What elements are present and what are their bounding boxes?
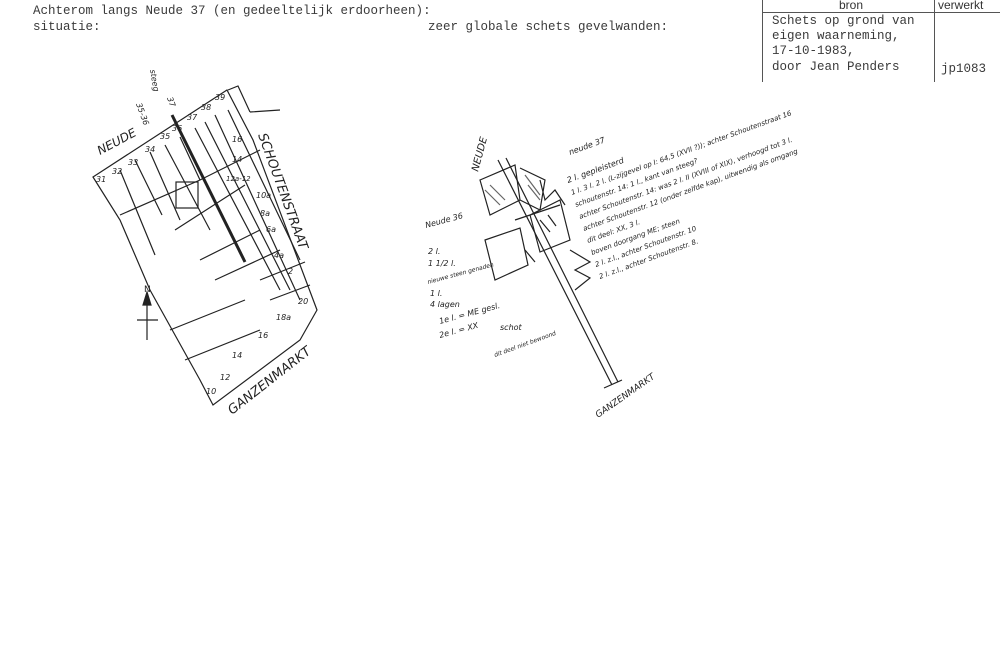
left-note: Neude 36: [424, 211, 464, 230]
house-number: 12a-12: [226, 175, 251, 183]
facade-sketch: [479, 157, 623, 389]
house-number: 20: [298, 297, 308, 306]
house-number: 31: [96, 175, 106, 184]
source-line: door Jean Penders: [772, 60, 900, 74]
note-steeg: steeg: [148, 69, 161, 92]
house-number: 14: [232, 155, 242, 164]
source-line: eigen waarneming,: [772, 29, 900, 43]
source-box-header: bron verwerkt: [763, 0, 1000, 13]
house-number: 33: [128, 158, 138, 167]
house-number: 6a: [266, 225, 276, 234]
left-note: 1 l.: [430, 289, 442, 298]
house-number: 10: [206, 387, 216, 396]
house-number: 18a: [276, 313, 291, 322]
house-number: 38: [201, 103, 211, 112]
heading-gevelwanden: zeer globale schets gevelwanden:: [428, 20, 669, 34]
left-note: dit deel niet bewoond: [493, 330, 557, 359]
house-number: 12: [220, 373, 230, 382]
house-number: 8a: [260, 209, 270, 218]
heading-situatie: situatie:: [33, 20, 101, 34]
street-ganzenmarkt: GANZENMARKT: [594, 371, 658, 420]
house-number: 16: [232, 135, 242, 144]
street-neude: NEUDE: [95, 125, 139, 157]
source-line: 17-10-1983,: [772, 44, 855, 58]
house-number: 2: [288, 267, 293, 276]
column-divider: [934, 0, 935, 82]
north-arrow: [137, 289, 158, 340]
left-note: 1 1/2 l.: [428, 259, 456, 268]
processed-code: jp1083: [941, 62, 987, 76]
situation-sketch: [92, 85, 318, 406]
heading-line-1: Achterom langs Neude 37 (en gedeeltelijk…: [33, 4, 431, 18]
source-box: bron verwerkt Schets op grond van eigen …: [762, 0, 1000, 82]
note-37: 37: [165, 96, 177, 109]
sketch-marked-building: [175, 181, 199, 209]
street-neude: NEUDE: [470, 135, 490, 172]
header-verwerkt: verwerkt: [938, 0, 984, 12]
north-label: N: [144, 285, 151, 295]
left-note: schot: [500, 323, 523, 332]
facade-note: neude 37: [568, 135, 607, 157]
left-note: 2 l.: [428, 247, 440, 256]
house-number: 10a: [256, 191, 271, 200]
house-number: 4a: [274, 251, 284, 260]
note-35-36: 35-36: [134, 102, 150, 127]
house-number: 32: [112, 167, 122, 176]
house-number: 34: [145, 145, 155, 154]
house-number: 36: [172, 124, 182, 133]
header-bron: bron: [839, 0, 864, 12]
source-line: Schets op grond van: [772, 14, 915, 28]
block-outline: [92, 89, 318, 406]
house-number: 37: [187, 113, 198, 122]
left-note: 4 lagen: [430, 300, 460, 309]
house-number: 16: [258, 331, 268, 340]
house-number: 14: [232, 351, 242, 360]
house-number: 39: [215, 93, 225, 102]
house-number: 35: [160, 132, 170, 141]
